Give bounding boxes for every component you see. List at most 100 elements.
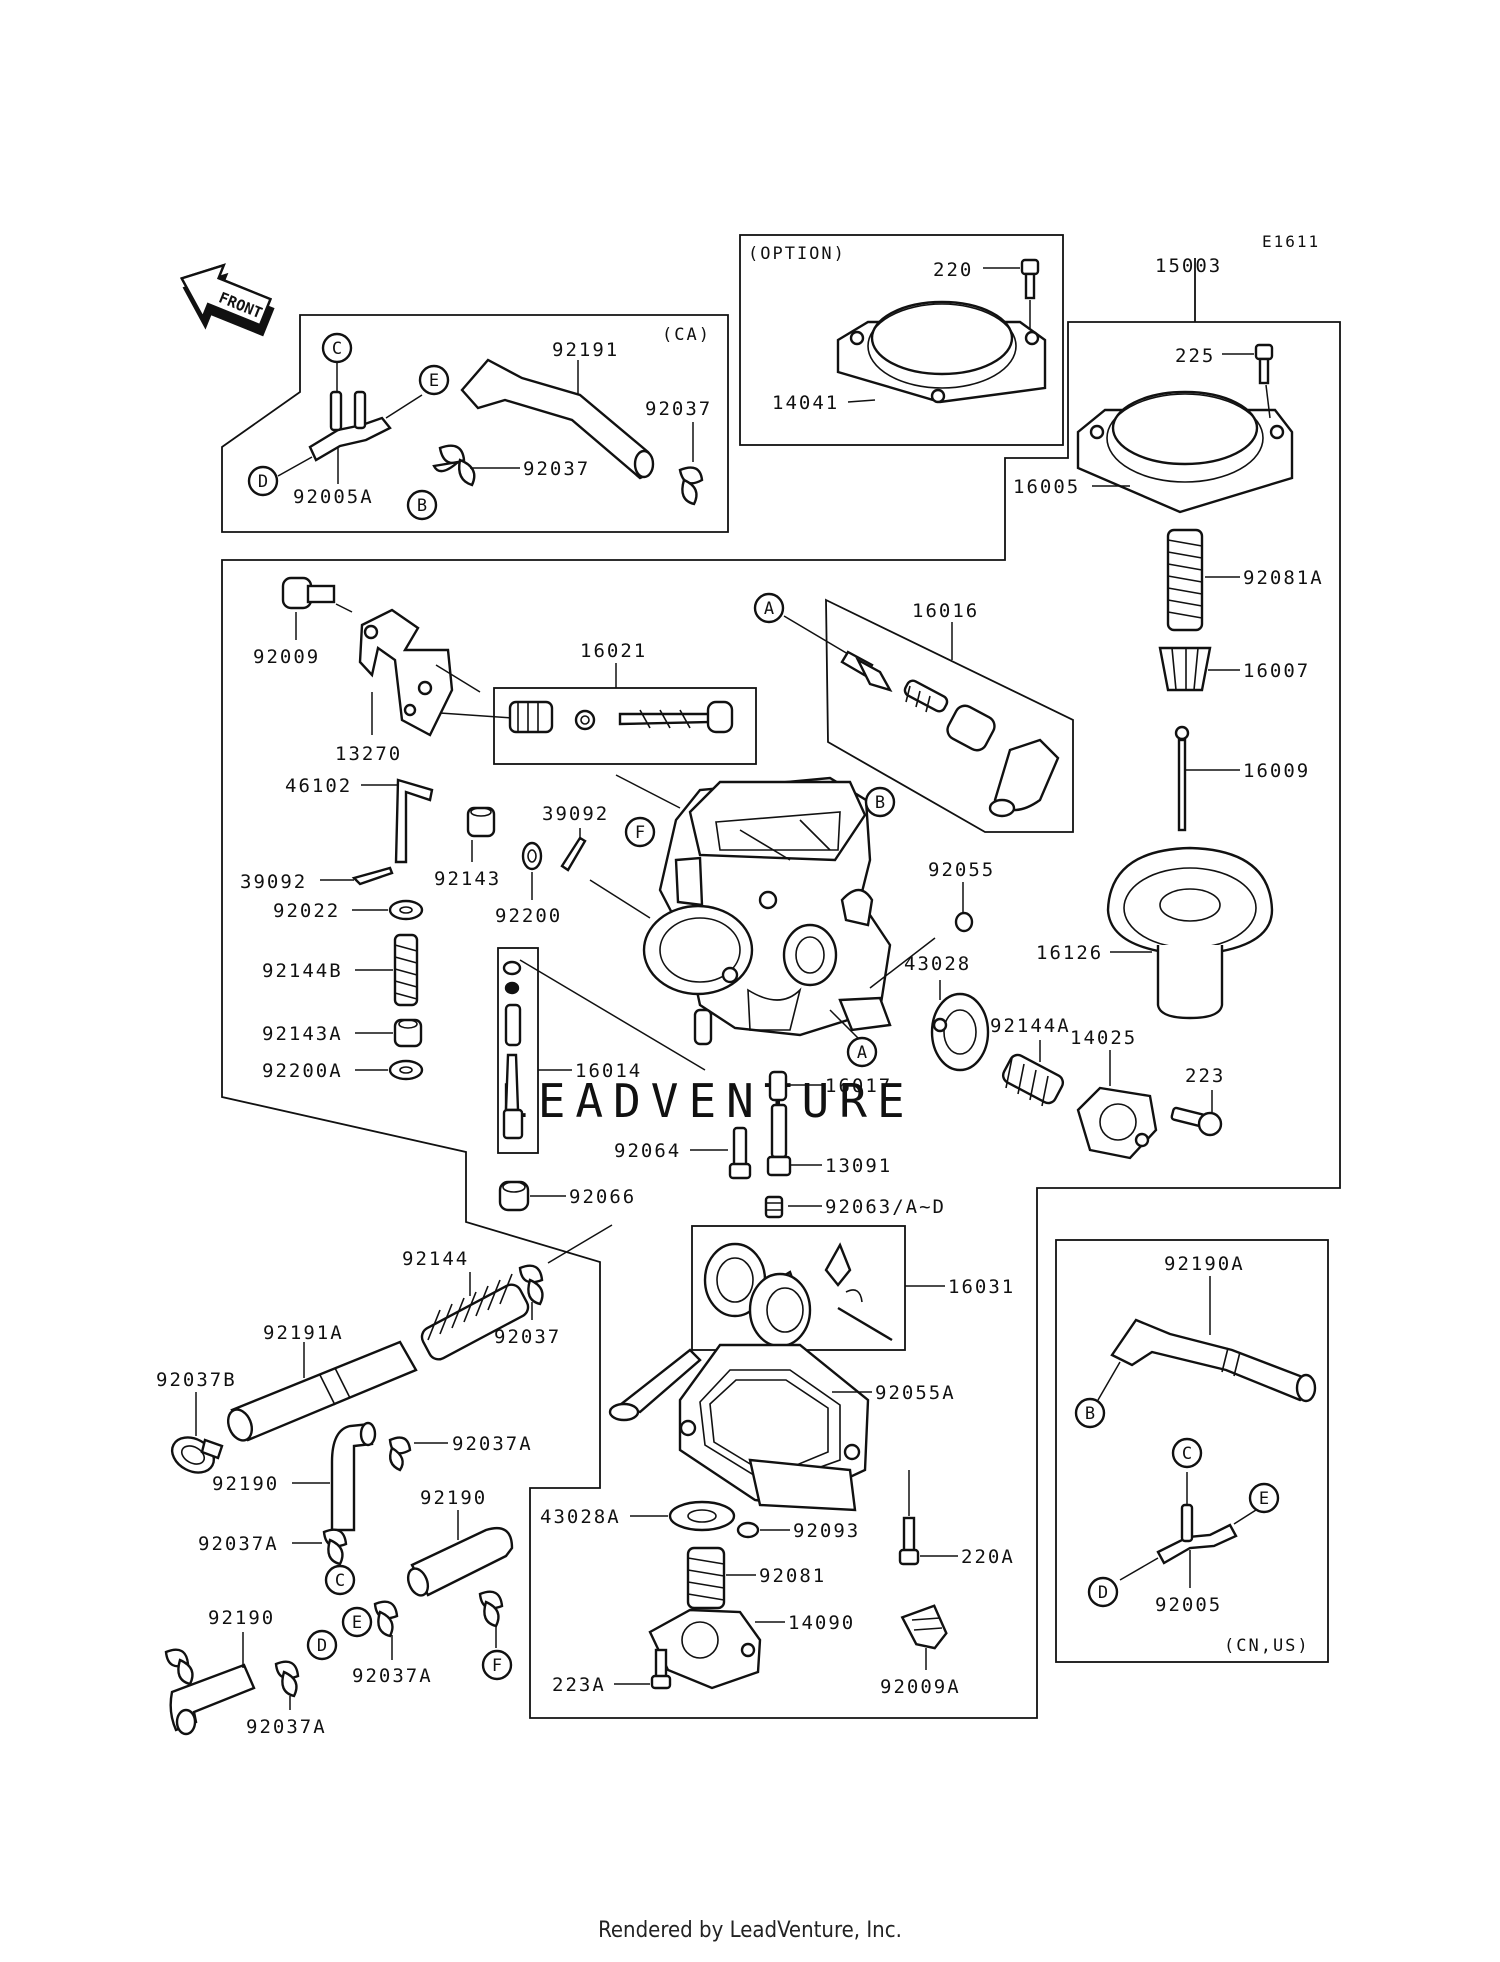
label-92191A: 92191A — [263, 1322, 344, 1344]
cover-14090 — [648, 1608, 762, 1690]
clamp-92037A-1 — [388, 1436, 412, 1472]
label-92037A-4: 92037A — [246, 1716, 327, 1738]
clamp-92037A-3 — [373, 1590, 504, 1638]
label-220: 220 — [933, 259, 973, 281]
label-16016: 16016 — [912, 600, 979, 622]
collar-92143 — [466, 806, 496, 838]
o-ring-92093 — [736, 1521, 760, 1539]
needle-jet-16017 — [768, 1070, 788, 1102]
callout-letter: A — [857, 1043, 867, 1063]
callout-letter: B — [1085, 1404, 1095, 1424]
pilot-screw-16016 — [840, 650, 1060, 818]
callout-f-15: F — [481, 1649, 513, 1681]
hose-92191 — [460, 358, 655, 480]
clamp-92037B — [170, 1436, 224, 1474]
throttle-shaft-16021 — [508, 700, 734, 734]
screw-223A — [650, 1648, 672, 1690]
label-92037A-3: 92037A — [352, 1665, 433, 1687]
label-92055A: 92055A — [875, 1382, 956, 1404]
label-16005: 16005 — [1013, 476, 1080, 498]
main-jet-92063 — [764, 1195, 784, 1219]
hose-92191A — [226, 1340, 418, 1442]
label-16009: 16009 — [1243, 760, 1310, 782]
label-92191: 92191 — [552, 339, 619, 361]
callout-a-4: A — [753, 592, 785, 624]
pilot-jet-13091 — [766, 1103, 792, 1177]
cn-us-group-box — [1055, 1239, 1329, 1663]
callout-letter: F — [635, 823, 645, 843]
callout-d-11: D — [1087, 1576, 1119, 1608]
label-15003: 15003 — [1155, 255, 1222, 277]
diaphragm-43028 — [930, 992, 990, 1072]
label-92143: 92143 — [434, 868, 501, 890]
callout-letter: F — [492, 1656, 502, 1676]
callout-d-2: D — [247, 465, 279, 497]
callout-f-6: F — [624, 816, 656, 848]
callout-c-0: C — [321, 332, 353, 364]
callout-letter: C — [335, 1571, 345, 1591]
diagram-code: E1611 — [1262, 232, 1320, 251]
callout-a-7: A — [846, 1036, 878, 1068]
callout-c-9: C — [1171, 1437, 1203, 1469]
option-group-label: (OPTION) — [748, 244, 846, 264]
label-92037A-1: 92037A — [452, 1433, 533, 1455]
label-14090: 14090 — [788, 1612, 855, 1634]
jet-92064 — [728, 1126, 752, 1180]
label-13091: 13091 — [825, 1155, 892, 1177]
label-14041: 14041 — [772, 392, 839, 414]
callout-b-8: B — [1074, 1397, 1106, 1429]
clamp-92037A-2 — [322, 1528, 348, 1566]
cover-14025 — [1076, 1086, 1158, 1160]
clamp-92037-ca2 — [678, 466, 704, 506]
label-13270: 13270 — [335, 743, 402, 765]
cotter-pin-39092b — [560, 836, 587, 872]
spring-92144B — [393, 933, 419, 1007]
label-92055: 92055 — [928, 859, 995, 881]
washer-92200A — [388, 1059, 424, 1081]
washer-92200 — [521, 841, 543, 871]
label-43028A: 43028A — [540, 1506, 621, 1528]
spring-92081A — [1166, 528, 1204, 632]
spring-92144 — [420, 1273, 530, 1361]
label-92066: 92066 — [569, 1186, 636, 1208]
o-ring-92055 — [954, 911, 974, 933]
front-arrow-icon: FRONT — [180, 263, 275, 337]
callout-letter: C — [1182, 1444, 1192, 1464]
joint-92005A — [308, 390, 392, 462]
label-16126: 16126 — [1036, 942, 1103, 964]
screw-220 — [1020, 258, 1040, 300]
callout-letter: D — [1098, 1583, 1108, 1603]
spring-92144A — [1001, 1053, 1065, 1107]
carburetor-body — [642, 776, 892, 1046]
group-box-16016 — [825, 598, 1074, 833]
hose-92190-a — [330, 1421, 377, 1532]
label-92200A: 92200A — [262, 1060, 343, 1082]
callout-e-1: E — [418, 364, 450, 396]
ca-group-label: (CA) — [662, 325, 711, 345]
throttle-stop-46102 — [394, 778, 434, 864]
label-92037-mid: 92037 — [494, 1326, 561, 1348]
callout-b-5: B — [864, 786, 896, 818]
label-92009A: 92009A — [880, 1676, 961, 1698]
label-92144A: 92144A — [990, 1015, 1071, 1037]
hose-92190A — [1110, 1318, 1317, 1403]
label-92144B: 92144B — [262, 960, 343, 982]
label-92190-c: 92190 — [208, 1607, 275, 1629]
group-box-16014 — [497, 947, 539, 1154]
label-92143A: 92143A — [262, 1023, 343, 1045]
needle-holder-16007 — [1158, 646, 1212, 692]
callout-letter: E — [352, 1613, 362, 1633]
label-223A: 223A — [552, 1674, 606, 1696]
cotter-pin-39092a — [351, 866, 394, 886]
carb-top-cover-16005 — [1076, 390, 1294, 514]
label-16007: 16007 — [1243, 660, 1310, 682]
float-bowl-92055A — [608, 1343, 870, 1512]
throttle-lever-13270 — [358, 608, 454, 737]
watermark: LEADVENTURE — [500, 1074, 915, 1128]
hose-92190-b — [406, 1526, 514, 1597]
label-92037A-2: 92037A — [198, 1533, 279, 1555]
label-46102: 46102 — [285, 775, 352, 797]
label-92200: 92200 — [495, 905, 562, 927]
callout-letter: D — [317, 1636, 327, 1656]
callout-letter: A — [764, 599, 774, 619]
